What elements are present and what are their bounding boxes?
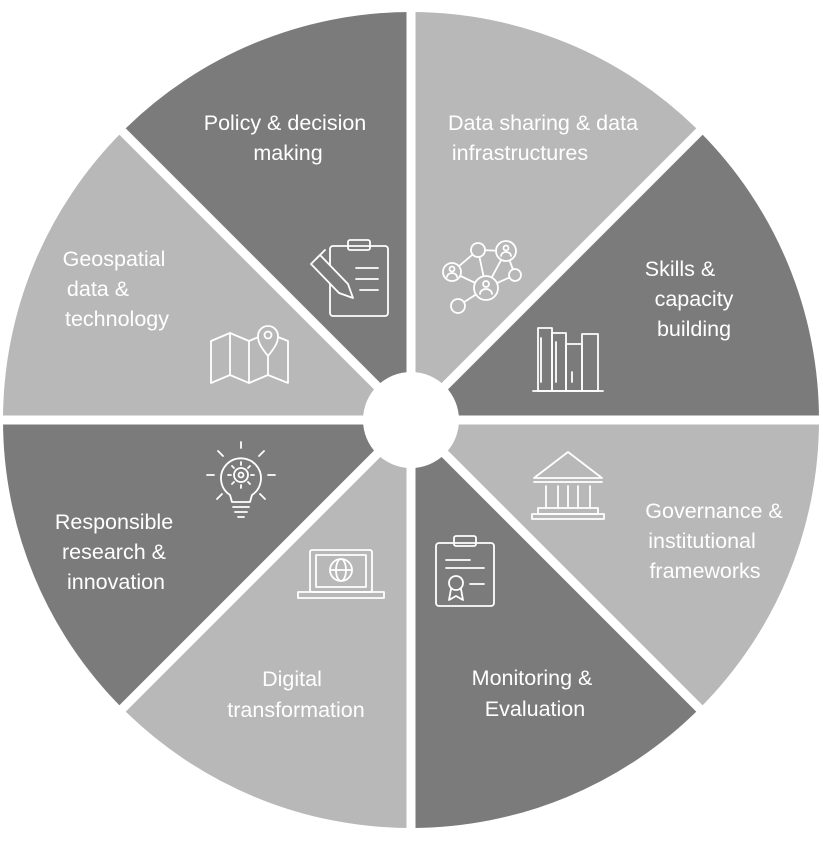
segment-separator [407, 416, 707, 716]
institution-icon [531, 451, 605, 520]
segment-governance [411, 420, 819, 709]
network-icon [442, 240, 522, 314]
map-pin-icon [210, 325, 289, 384]
books-icon [532, 327, 604, 392]
label-geospatial: Geospatial data & technology [63, 247, 172, 331]
wheel-segments [3, 12, 819, 828]
label-governance: Governance & institutional frameworks [645, 499, 788, 583]
label-data-sharing: Data sharing & data infrastructures [448, 111, 644, 165]
segment-responsible [3, 420, 411, 709]
wheel-hub [363, 372, 459, 468]
segment-monitoring [411, 420, 700, 828]
segment-separator [115, 124, 415, 424]
wheel-separators [0, 7, 823, 833]
clipboard-pencil-icon [310, 239, 389, 317]
segment-geospatial [3, 131, 411, 420]
lightbulb-gear-icon [206, 441, 276, 518]
label-responsible: Responsible research & innovation [55, 510, 179, 594]
label-digital: Digital transformation [227, 667, 364, 722]
laptop-globe-icon [297, 549, 385, 599]
segment-skills [411, 131, 819, 420]
segment-separator [407, 124, 707, 424]
segment-data-sharing [411, 12, 700, 420]
certificate-clipboard-icon [435, 535, 495, 607]
label-policy: Policy & decision making [204, 111, 373, 165]
segment-digital [122, 420, 412, 828]
label-skills: Skills & capacity building [645, 257, 740, 341]
segment-policy [122, 12, 412, 420]
segment-separator [115, 416, 415, 716]
label-monitoring: Monitoring & Evaluation [472, 666, 599, 721]
